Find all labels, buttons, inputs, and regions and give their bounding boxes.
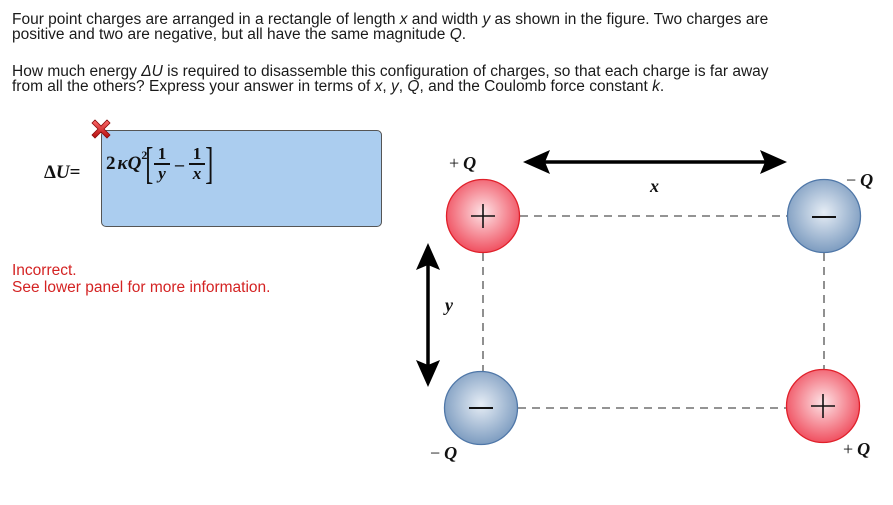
y-dimension-label: y <box>445 295 453 315</box>
text-segment: Four point charges are arranged in a rec… <box>12 11 400 28</box>
charge-bottom-right-positive <box>785 368 861 444</box>
text-segment: , and the Coulomb force constant <box>419 78 653 95</box>
fraction-numerator: 1 <box>192 144 202 164</box>
sign-plus: + <box>449 153 460 173</box>
charge-var: Q <box>860 170 874 190</box>
charge-q: Q <box>127 153 142 174</box>
minus-operator: – <box>174 153 184 174</box>
fraction-bar <box>188 163 205 165</box>
sign-minus: − <box>846 170 857 190</box>
feedback-message: Incorrect. See lower panel for more info… <box>12 262 270 296</box>
charge-var: Q <box>463 153 477 173</box>
charge-label-bottom-left: −Q <box>430 443 457 464</box>
charge-label-bottom-right: +Q <box>843 439 870 460</box>
answer-expression: 2 κ Q 2 [ 1 y – 1 x ] <box>106 139 214 189</box>
problem-paragraph-1: Four point charges are arranged in a rec… <box>12 11 802 43</box>
math-variable: x <box>374 78 383 95</box>
x-dimension-label: x <box>650 176 659 196</box>
text-segment: . <box>659 78 665 95</box>
fraction-denominator: x <box>192 163 202 183</box>
x-dimension-arrow <box>523 150 787 174</box>
text-segment: , <box>382 78 392 95</box>
math-variable: Q <box>407 78 420 95</box>
answer-label: ΔU= <box>44 162 80 184</box>
charge-var: Q <box>857 439 871 459</box>
math-variable: y <box>482 11 491 28</box>
text-segment: . <box>461 26 467 43</box>
text-segment: , <box>398 78 408 95</box>
problem-paragraph-2: How much energy ΔU is required to disass… <box>12 63 802 95</box>
equals-sign: = <box>69 162 81 183</box>
math-variable: Q <box>449 26 462 43</box>
text-segment: and width <box>407 11 483 28</box>
charge-var: Q <box>444 443 458 463</box>
math-variable: x <box>399 11 408 28</box>
answer-input-box[interactable]: 2 κ Q 2 [ 1 y – 1 x ] <box>101 130 382 227</box>
fraction-1-over-y: 1 y <box>153 144 170 183</box>
coefficient: 2 <box>106 153 116 174</box>
charge-label-top-left: +Q <box>449 153 476 174</box>
text-segment: How much energy <box>12 63 142 80</box>
fraction-bar <box>153 163 170 165</box>
right-bracket: ] <box>205 139 214 188</box>
math-variable: y <box>391 78 399 95</box>
feedback-status: Incorrect. <box>12 262 77 279</box>
incorrect-x-icon <box>91 119 111 139</box>
exponent: 2 <box>141 147 148 162</box>
fraction-numerator: 1 <box>157 144 167 164</box>
fraction-1-over-x: 1 x <box>188 144 205 183</box>
charge-top-left-positive <box>445 178 521 254</box>
dashed-edges <box>482 215 825 409</box>
sign-plus: + <box>843 439 854 459</box>
charge-label-top-right: −Q <box>846 170 873 191</box>
left-bracket: [ <box>145 139 154 188</box>
text-segment: as shown in the figure. Two charges are … <box>12 11 769 43</box>
fraction-denominator: y <box>158 163 166 183</box>
delta-symbol: Δ <box>44 162 56 183</box>
u-variable: U <box>55 162 70 183</box>
charge-top-right-negative <box>786 178 862 254</box>
y-dimension-arrow <box>416 243 440 387</box>
kappa-symbol: κ <box>117 153 128 174</box>
feedback-detail: See lower panel for more information. <box>12 279 271 296</box>
charge-bottom-left-negative <box>443 370 519 446</box>
sign-minus: − <box>430 443 441 463</box>
math-variable: k <box>652 78 660 95</box>
text-segment: is required to disassemble this configur… <box>12 63 769 95</box>
math-variable: ΔU <box>141 63 163 80</box>
